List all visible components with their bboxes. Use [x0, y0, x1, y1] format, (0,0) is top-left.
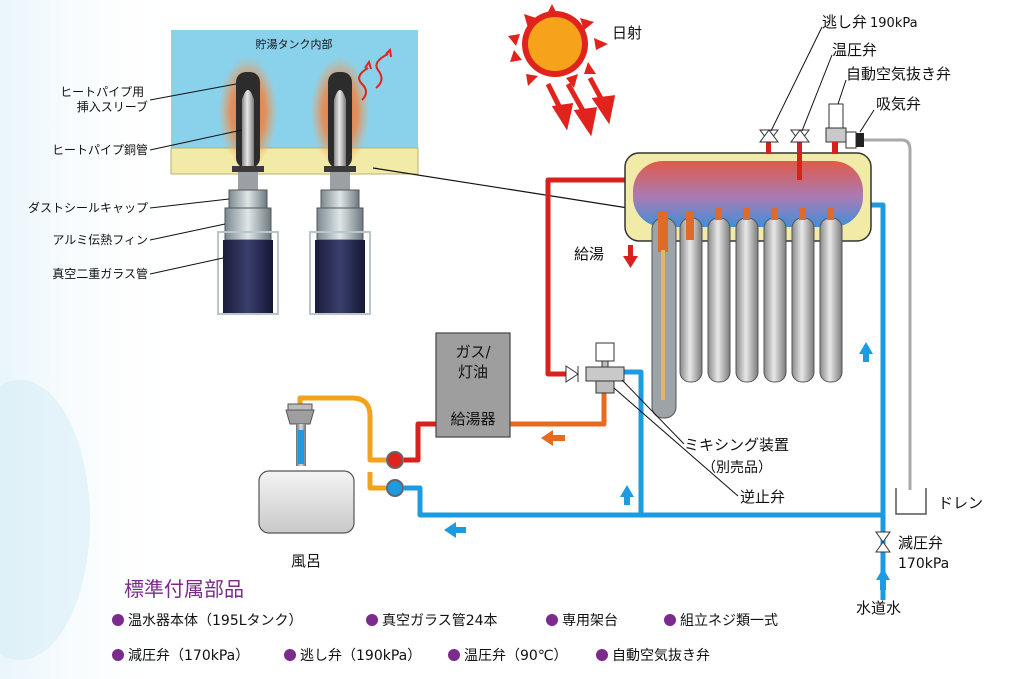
tube-3 — [707, 208, 731, 383]
bathtub — [258, 470, 355, 534]
accessories-row-1: 温水器本体（195Lタンク） 真空ガラス管24本 専用架台 組立ネジ類一式 — [112, 613, 778, 629]
hot-water-pipe — [545, 177, 627, 377]
drain-cup — [895, 488, 927, 515]
inset-pointer-arrow — [372, 167, 662, 217]
temp-pressure-valve-icon — [790, 129, 810, 180]
air-vent-valve-icon — [825, 103, 847, 154]
hot-supply-label: 給湯 — [574, 245, 604, 263]
pipe-neck-left — [238, 172, 258, 192]
cold-feed-pipe — [868, 202, 886, 525]
cold-main-pipe — [404, 485, 883, 518]
inset-insulation — [170, 147, 419, 175]
check-valve-label: 逆止弁 — [740, 488, 785, 506]
bath-faucet — [386, 451, 404, 497]
inset-title: 貯湯タンク内部 — [256, 37, 333, 51]
callout-sleeve: ヒートパイプ用 挿入スリーブ — [60, 85, 148, 114]
intake-valve-label: 吸気弁 — [876, 95, 921, 113]
gas-heater — [435, 332, 511, 438]
callout-dust-cap: ダストシールキャップ — [28, 200, 148, 215]
accessory-item: 温圧弁（90℃） — [464, 648, 568, 664]
heat-arrow-icon — [358, 47, 392, 101]
accessories-row-2: 減圧弁（170kPa） 逃し弁（190kPa） 温圧弁（90℃） 自動空気抜き弁 — [112, 647, 710, 664]
mixed-water-pipe — [510, 388, 607, 427]
tap-water-label: 水道水 — [856, 599, 901, 617]
mixing-device — [565, 342, 739, 497]
temp-pressure-valve-label: 温圧弁 — [832, 41, 877, 59]
shower-head-icon — [285, 403, 315, 466]
copper-pipe-left — [242, 90, 254, 170]
reducer-label: 減圧弁 — [898, 534, 943, 552]
drain-pipe — [858, 138, 912, 490]
mixing-label: ミキシング装置 — [684, 436, 789, 454]
cold-flow-arrows — [444, 342, 890, 590]
heat-pipe-left — [217, 72, 279, 315]
pressure-reducer-valve-icon — [875, 531, 891, 553]
tube-7 — [819, 208, 843, 383]
callout-sleeve-line1: ヒートパイプ用 — [60, 85, 144, 99]
callout-fin: アルミ伝熱フィン — [52, 233, 148, 247]
accessory-item: 専用架台 — [562, 613, 618, 629]
outer-glass-right — [309, 231, 371, 315]
accessory-item: 逃し弁（190kPa） — [300, 648, 421, 664]
tube-2 — [679, 212, 703, 383]
intake-valve-icon — [845, 131, 864, 149]
tube-cutaway — [651, 212, 677, 419]
accessory-item: 組立ネジ類一式 — [680, 613, 778, 629]
sun-icon — [508, 4, 608, 88]
vacuum-glass-right — [315, 240, 365, 314]
heater-label-2: 灯油 — [458, 363, 488, 381]
sunlight-arrows — [545, 76, 616, 137]
callout-copper: ヒートパイプ銅管 — [52, 142, 148, 157]
accessory-item: 自動空気抜き弁 — [612, 648, 710, 664]
accessory-item: 真空ガラス管24本 — [382, 613, 498, 629]
flow-arrow-icon — [623, 245, 638, 268]
tube-6 — [791, 208, 815, 383]
tube-5 — [763, 208, 787, 383]
background-swirl — [0, 380, 90, 660]
cold-to-mixer-pipe — [620, 369, 644, 515]
bath-pipe — [367, 472, 386, 491]
sun-label: 日射 — [612, 24, 642, 42]
fin-right — [316, 207, 364, 241]
accessory-item: 温水器本体（195Lタンク） — [128, 613, 303, 629]
outer-glass-left — [217, 231, 279, 315]
top-valves — [759, 26, 875, 180]
tube-4 — [735, 208, 759, 383]
evacuated-tubes — [651, 208, 843, 419]
inset-water — [171, 30, 418, 155]
heater-label-3: 給湯器 — [450, 410, 495, 428]
callout-glass: 真空二重ガラス管 — [52, 266, 148, 281]
inset-callouts: ヒートパイプ用 挿入スリーブ ヒートパイプ銅管 ダストシールキャップ アルミ伝熱… — [28, 83, 243, 281]
accessories-heading: 標準付属部品 — [124, 577, 244, 601]
heat-pipe-right — [309, 72, 371, 315]
air-vent-valve-label: 自動空気抜き弁 — [846, 65, 951, 83]
heater-label-1: ガス/ — [455, 343, 491, 361]
drain-label: ドレン — [938, 494, 983, 512]
copper-pipe-right — [334, 90, 346, 170]
vacuum-glass-left — [223, 240, 273, 314]
seal-plate-right — [324, 166, 356, 172]
dust-cap-left — [228, 189, 268, 209]
pipes — [297, 138, 912, 600]
warm-flow-arrow — [541, 430, 565, 446]
shower-pipe — [297, 395, 386, 463]
pipe-neck-right — [330, 172, 350, 192]
accessory-item: 減圧弁（170kPa） — [128, 647, 249, 664]
fin-left — [224, 207, 272, 241]
reducer-pressure-label: 170kPa — [898, 556, 949, 572]
tank-interior-inset: 貯湯タンク内部 — [28, 30, 419, 315]
dust-cap-right — [320, 189, 360, 209]
valve-icon — [759, 129, 779, 154]
seal-plate-left — [232, 166, 264, 172]
bath-label: 風呂 — [291, 552, 321, 570]
callout-sleeve-line2: 挿入スリーブ — [77, 99, 148, 114]
mixing-sub-label: （別売品） — [702, 460, 772, 476]
heater-hot-pipe — [404, 421, 436, 463]
